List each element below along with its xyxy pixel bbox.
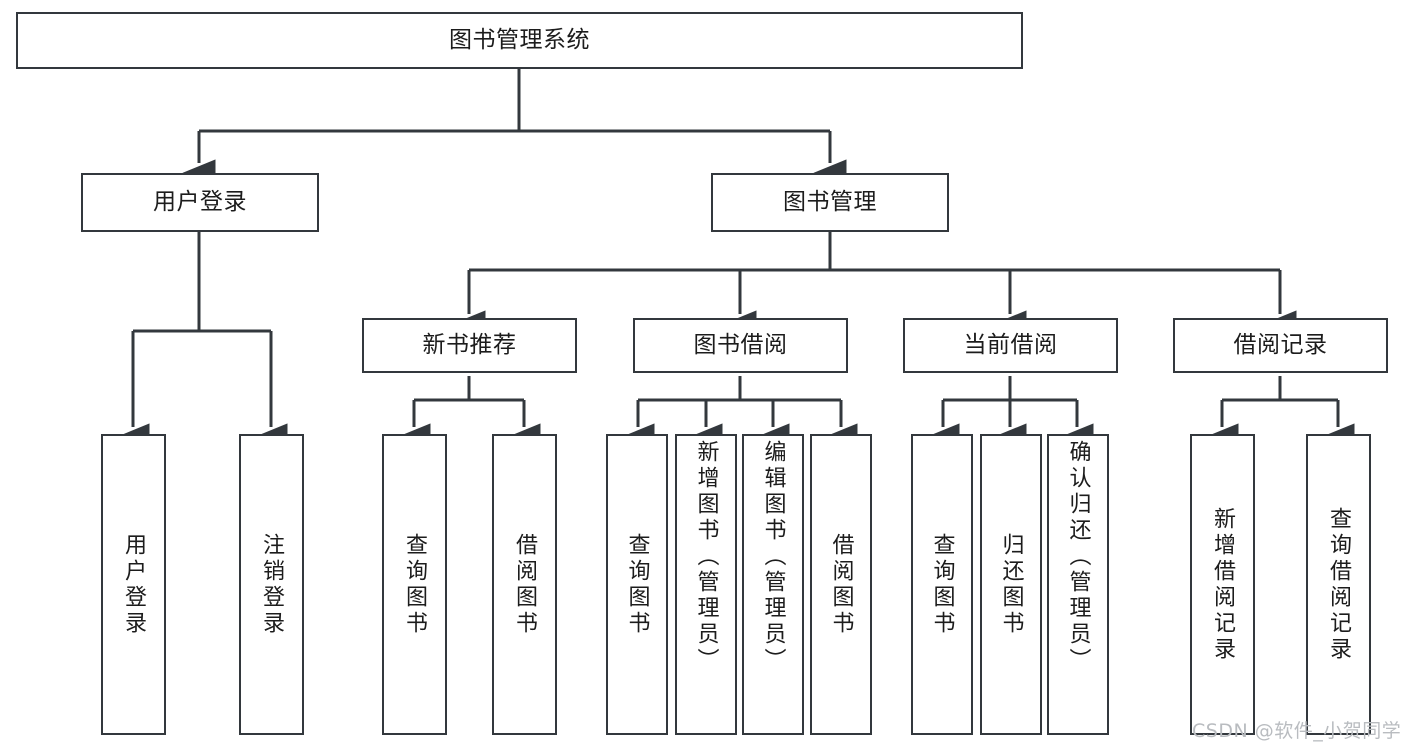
node-leaf-borrow-book-1-label: 借阅图书 — [512, 532, 538, 637]
node-root-label: 图书管理系统 — [449, 26, 590, 53]
node-book-borrow[interactable]: 图书借阅 — [633, 318, 848, 373]
node-leaf-query-book-1[interactable]: 查询图书 — [382, 434, 447, 735]
node-leaf-query-book-1-label: 查询图书 — [402, 532, 428, 637]
node-leaf-logout-login-label: 注销登录 — [259, 532, 285, 637]
node-leaf-query-borrow-record-label: 查询借阅记录 — [1326, 506, 1352, 663]
node-book-management-label: 图书管理 — [783, 188, 877, 215]
node-leaf-confirm-return-admin-label: 确认归还（管理员） — [1065, 440, 1091, 674]
node-leaf-borrow-book-2-label: 借阅图书 — [828, 532, 854, 637]
node-leaf-user-login[interactable]: 用户登录 — [101, 434, 166, 735]
node-book-management[interactable]: 图书管理 — [711, 173, 949, 232]
node-user-login[interactable]: 用户登录 — [81, 173, 319, 232]
node-current-borrow[interactable]: 当前借阅 — [903, 318, 1118, 373]
node-current-borrow-label: 当前借阅 — [963, 331, 1058, 358]
node-borrow-record[interactable]: 借阅记录 — [1173, 318, 1388, 373]
node-leaf-add-book-admin-label: 新增图书（管理员） — [693, 440, 719, 674]
node-leaf-user-login-label: 用户登录 — [121, 532, 147, 637]
node-leaf-query-book-2-label: 查询图书 — [624, 532, 650, 637]
node-leaf-logout-login[interactable]: 注销登录 — [239, 434, 304, 735]
node-new-book-recommend[interactable]: 新书推荐 — [362, 318, 577, 373]
node-root-book-management-system[interactable]: 图书管理系统 — [16, 12, 1023, 69]
node-leaf-edit-book-admin[interactable]: 编辑图书（管理员） — [742, 434, 804, 735]
node-borrow-record-label: 借阅记录 — [1233, 331, 1328, 358]
node-leaf-return-book-label: 归还图书 — [998, 532, 1024, 637]
node-leaf-add-borrow-record[interactable]: 新增借阅记录 — [1190, 434, 1255, 735]
node-new-book-recommend-label: 新书推荐 — [422, 331, 517, 358]
node-leaf-query-book-3-label: 查询图书 — [929, 532, 955, 637]
node-leaf-confirm-return-admin[interactable]: 确认归还（管理员） — [1047, 434, 1109, 735]
node-leaf-add-borrow-record-label: 新增借阅记录 — [1210, 506, 1236, 663]
node-user-login-label: 用户登录 — [153, 188, 247, 215]
node-leaf-return-book[interactable]: 归还图书 — [980, 434, 1042, 735]
node-leaf-query-book-3[interactable]: 查询图书 — [911, 434, 973, 735]
node-leaf-query-book-2[interactable]: 查询图书 — [606, 434, 668, 735]
node-leaf-borrow-book-2[interactable]: 借阅图书 — [810, 434, 872, 735]
node-leaf-edit-book-admin-label: 编辑图书（管理员） — [760, 440, 786, 674]
node-leaf-add-book-admin[interactable]: 新增图书（管理员） — [675, 434, 737, 735]
node-leaf-borrow-book-1[interactable]: 借阅图书 — [492, 434, 557, 735]
node-book-borrow-label: 图书借阅 — [693, 331, 788, 358]
node-leaf-query-borrow-record[interactable]: 查询借阅记录 — [1306, 434, 1371, 735]
